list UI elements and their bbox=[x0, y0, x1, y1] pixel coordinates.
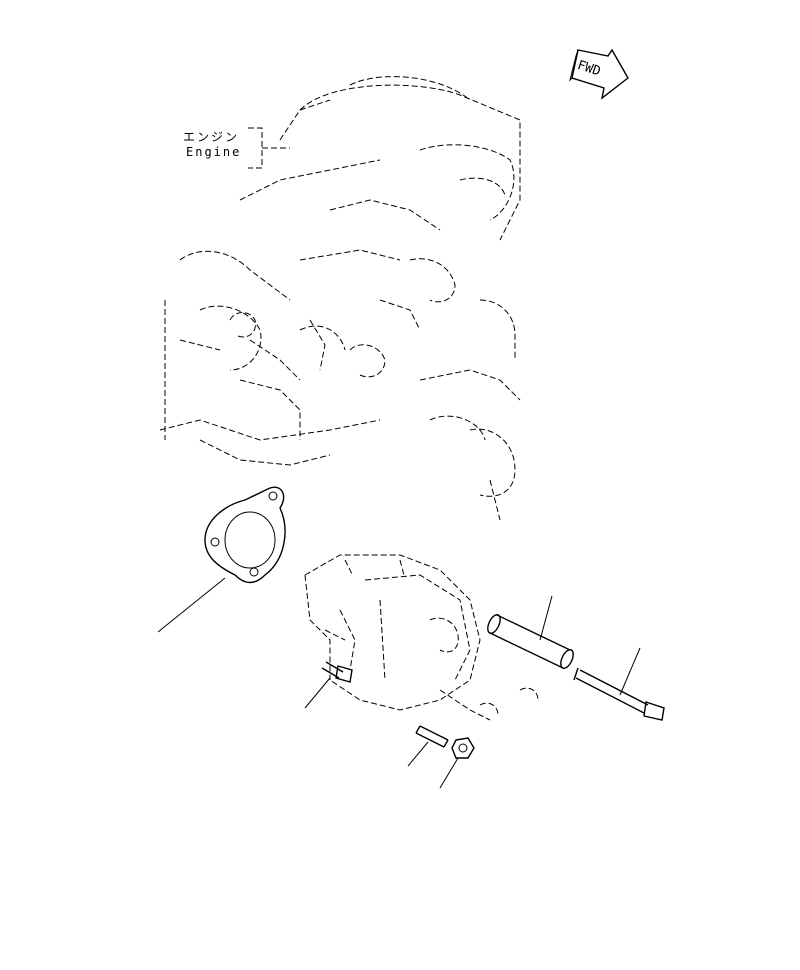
fwd-arrow-icon bbox=[569, 48, 629, 100]
nut-part bbox=[439, 737, 475, 789]
long-bolt-part bbox=[573, 647, 665, 721]
gasket-part bbox=[157, 486, 286, 633]
engine-leader bbox=[248, 127, 290, 169]
stud-part bbox=[407, 725, 449, 767]
short-bolt-part bbox=[304, 661, 353, 709]
spacer-part bbox=[487, 595, 574, 670]
engine-label-english: Engine bbox=[186, 145, 242, 159]
engine-phantom-outline bbox=[159, 76, 521, 521]
engine-label-japanese: エンジン bbox=[183, 130, 240, 144]
starter-phantom-outline bbox=[304, 554, 539, 721]
